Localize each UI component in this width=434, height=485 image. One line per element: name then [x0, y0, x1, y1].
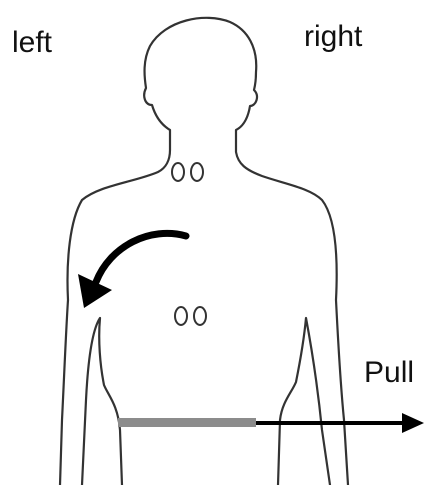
rotation-arrow: [96, 233, 186, 282]
pull-arrow-head: [402, 413, 424, 433]
neck-electrodes: [172, 163, 203, 181]
belt-strap: [118, 418, 256, 427]
chest-electrodes: [175, 307, 206, 325]
body-outline: [60, 18, 348, 485]
